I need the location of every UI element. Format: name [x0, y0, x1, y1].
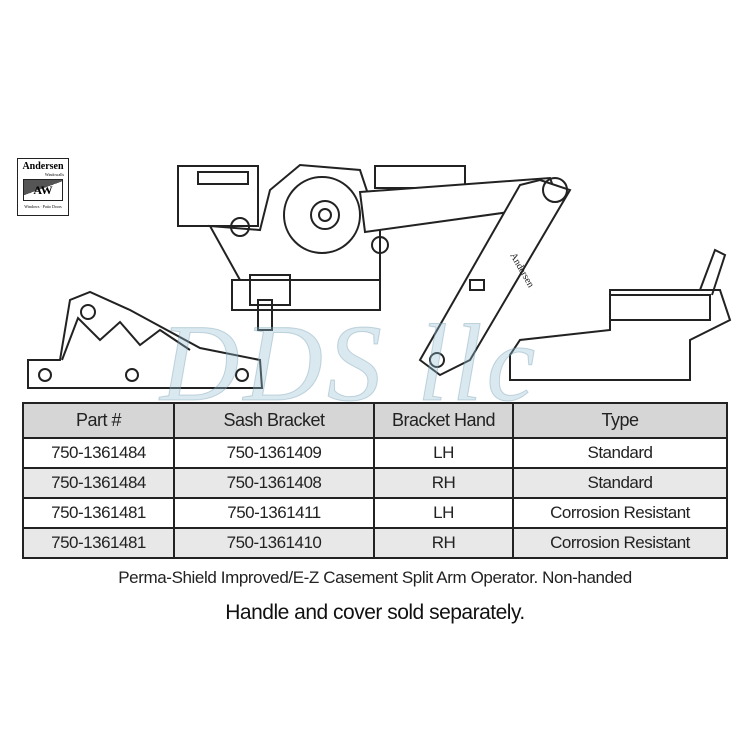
header-part: Part #	[22, 402, 175, 439]
sash-bracket-drawing	[27, 290, 264, 389]
header-sash-bracket: Sash Bracket	[173, 402, 375, 439]
cell-type: Corrosion Resistant	[512, 497, 728, 529]
logo-mark: AW	[23, 179, 63, 201]
parts-table: Part # Sash Bracket Bracket Hand Type 75…	[22, 402, 728, 559]
operator-illustration: Andersen	[27, 163, 732, 389]
operator-body-drawing	[177, 163, 562, 331]
cell-type: Standard	[512, 467, 728, 499]
cell-part: 750-1361484	[22, 467, 175, 499]
table-header-row: Part # Sash Bracket Bracket Hand Type	[22, 402, 728, 439]
cell-sash-bracket: 750-1361408	[173, 467, 375, 499]
cell-type: Standard	[512, 437, 728, 469]
cell-hand: RH	[373, 467, 514, 499]
header-bracket-hand: Bracket Hand	[373, 402, 514, 439]
sold-separately-note: Handle and cover sold separately.	[225, 601, 525, 624]
cell-part: 750-1361484	[22, 437, 175, 469]
side-view-drawing	[509, 248, 732, 381]
cell-sash-bracket: 750-1361411	[173, 497, 375, 529]
table-row: 750-1361481 750-1361411 LH Corrosion Res…	[22, 497, 728, 529]
cell-type: Corrosion Resistant	[512, 527, 728, 559]
cell-part: 750-1361481	[22, 527, 175, 559]
header-type: Type	[512, 402, 728, 439]
cell-part: 750-1361481	[22, 497, 175, 529]
product-caption: Perma-Shield Improved/E-Z Casement Split…	[118, 568, 632, 587]
logo-tagline: Windows · Patio Doors	[24, 204, 62, 209]
cell-hand: RH	[373, 527, 514, 559]
table-row: 750-1361484 750-1361409 LH Standard	[22, 437, 728, 469]
cell-hand: LH	[373, 497, 514, 529]
cell-sash-bracket: 750-1361410	[173, 527, 375, 559]
logo-brand: Andersen	[22, 161, 64, 172]
logo-sub: Windowalls	[44, 172, 64, 177]
cell-hand: LH	[373, 437, 514, 469]
cell-sash-bracket: 750-1361409	[173, 437, 375, 469]
table-row: 750-1361484 750-1361408 RH Standard	[22, 467, 728, 499]
table-row: 750-1361481 750-1361410 RH Corrosion Res…	[22, 527, 728, 559]
andersen-logo: Andersen Windowalls AW Windows · Patio D…	[17, 158, 69, 216]
